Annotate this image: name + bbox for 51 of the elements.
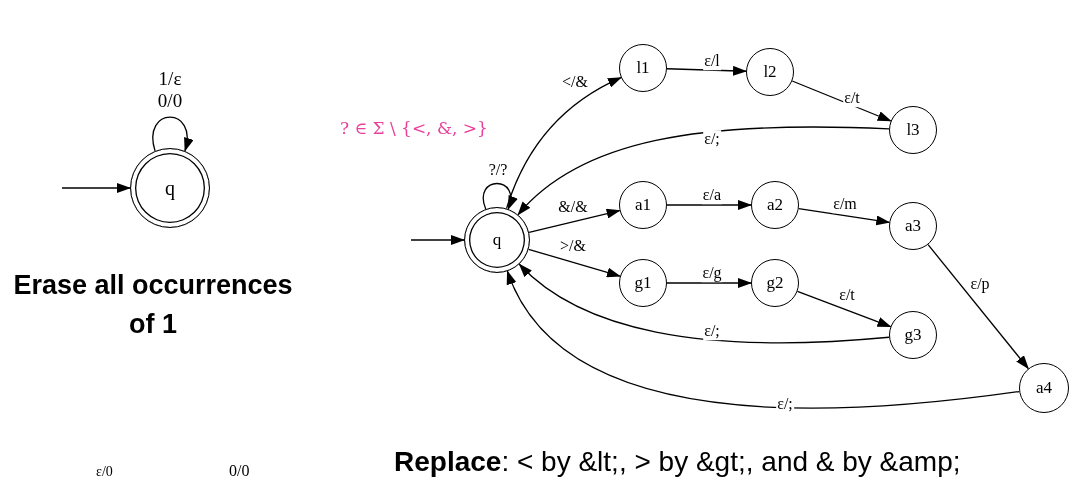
state-name: l3: [906, 120, 920, 140]
alphabet-condition-note: ? ∈ Σ \ {<, &, >}: [340, 118, 489, 138]
state-name: a2: [766, 195, 783, 215]
state-circle: [889, 106, 937, 154]
transition-arrow: [927, 244, 1029, 370]
transition-arrow: [666, 278, 752, 288]
state-circle: [619, 259, 667, 307]
state-circle: [746, 48, 794, 96]
state-circle: [619, 44, 667, 92]
state-name: g2: [766, 273, 784, 293]
transition-arrow: [796, 290, 892, 328]
edge-label: ε/l: [703, 52, 721, 70]
edge-label: ε/t: [843, 89, 861, 107]
state-circle: [751, 259, 799, 307]
state-name: l1: [636, 58, 650, 78]
state-circle: [889, 311, 937, 359]
state-name: q: [165, 176, 175, 200]
state-name: g1: [634, 273, 652, 293]
edge-label: ε/p: [969, 275, 991, 293]
transition-arrow: [666, 200, 752, 210]
state-circle: [619, 181, 667, 229]
state-circle: [1019, 363, 1069, 413]
caption-text: Replace: < by &lt;, > by &gt;, and & by &amp;: [394, 446, 962, 478]
transition-arrow: [505, 76, 622, 210]
start-arrow: [410, 235, 465, 245]
edge-label: ε/;: [776, 395, 794, 413]
transition-arrow: [528, 208, 621, 233]
transition-label: ε/0: [96, 464, 114, 480]
state-name: l2: [763, 62, 777, 82]
edge-label: ε/g: [701, 264, 723, 282]
state-name: q: [492, 230, 502, 250]
edge-label: ε/;: [703, 130, 721, 148]
transition-arrow: [528, 248, 621, 278]
self-loop-arrow: [152, 116, 193, 152]
state-circle: [889, 202, 937, 250]
state-name: a1: [634, 195, 651, 215]
state-name: g3: [904, 325, 922, 345]
accepting-state-circle: [464, 207, 530, 273]
transition-label: 0/0: [229, 462, 251, 480]
caption-heading: Erase all occurrences of 1: [12, 269, 294, 342]
transition-arrow: [506, 270, 1020, 409]
self-loop-arrow: [482, 182, 517, 210]
edge-label: ε/;: [703, 322, 721, 340]
transition-arrow: [517, 126, 890, 216]
state-name: a3: [904, 216, 921, 236]
state-circle: [751, 181, 799, 229]
transition-arrow: [518, 263, 890, 344]
state-name: a4: [1035, 378, 1052, 398]
transition-arrow: [798, 207, 891, 226]
start-arrow: [61, 183, 131, 193]
transition-arrow: [791, 80, 892, 122]
